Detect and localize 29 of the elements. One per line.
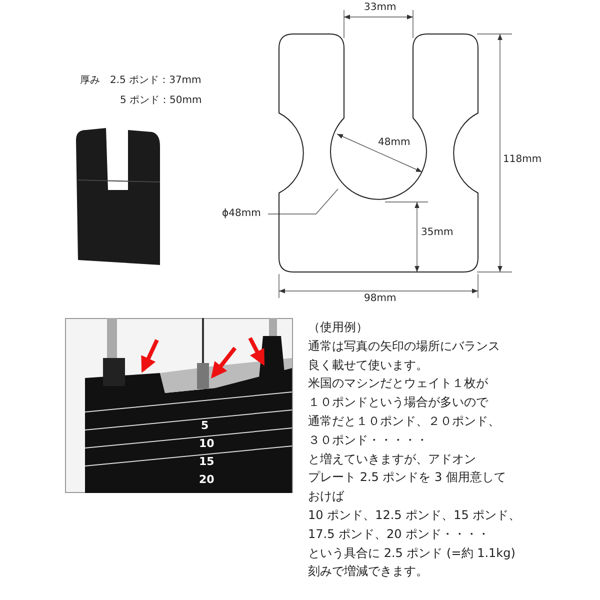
weight-stack-photo-drawing: [65, 318, 293, 493]
text-line: 良く載せて使います。: [308, 358, 428, 372]
text-line: 通常は写真の矢印の場所にバランス: [308, 338, 500, 353]
thickness-note: 5 ポンド：50mm: [120, 95, 202, 107]
dimension-text: 33mm: [364, 2, 396, 14]
text-line: ３０ポンド・・・・・: [308, 432, 428, 447]
dimension-text: 118mm: [503, 154, 542, 166]
text-line: 刻みで増減できます。: [308, 564, 428, 578]
text-line: と増えていきますが、アドオン: [308, 452, 476, 466]
text-line: 通常だと１０ポンド、２０ポンド、: [308, 414, 500, 428]
text-line: 米国のマシンだとウェイト１枚が: [308, 376, 488, 390]
dimension-text: 48mm: [378, 137, 410, 149]
text-line: （使用例）: [308, 320, 368, 334]
weight-number: 10: [199, 438, 214, 450]
text-line: という具合に 2.5 ポンド (=約 1.1kg): [308, 546, 516, 560]
text-line: プレート 2.5 ポンドを 3 個用意して: [308, 470, 506, 484]
dimension-text: 98mm: [364, 293, 396, 305]
weight-number: 15: [199, 456, 214, 468]
plate-outline-drawing: [278, 32, 480, 274]
leader-line: [268, 188, 338, 214]
text-line: おけば: [308, 489, 344, 504]
dimension-text: ϕ48mm: [222, 207, 268, 221]
thickness-note: 厚み 2.5 ポンド：37mm: [80, 75, 202, 87]
text-line: 17.5 ポンド、20 ポンド・・・・: [308, 526, 490, 541]
weight-number: 20: [199, 474, 214, 486]
text-line: 10 ポンド、12.5 ポンド、15 ポンド、: [308, 508, 521, 522]
dimension-text: 35mm: [421, 227, 454, 239]
text-line: １０ポンドという場合が多いので: [308, 395, 488, 410]
weight-number: 5: [201, 420, 209, 432]
